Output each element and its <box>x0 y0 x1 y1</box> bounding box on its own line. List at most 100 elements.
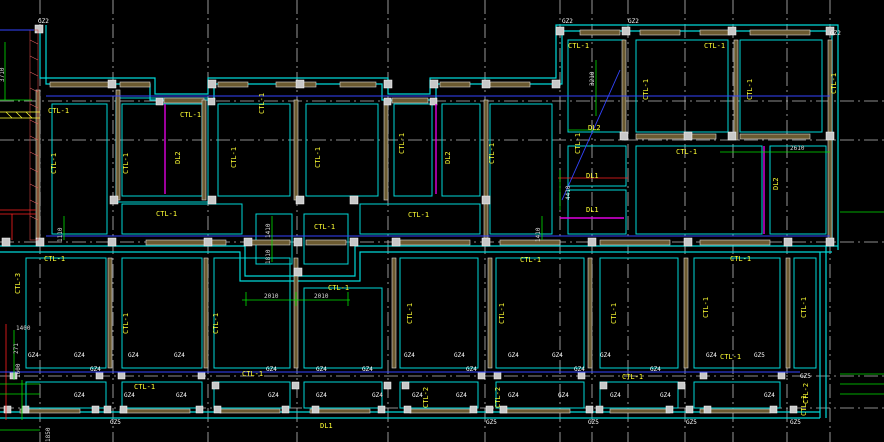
gz4-label: GZ4 <box>610 392 621 399</box>
ctl1-label: CTL-1 <box>156 210 177 218</box>
beams <box>19 29 833 414</box>
ctl1-label: CTL-1 <box>642 79 650 100</box>
ctl1-label: CTL-1 <box>328 284 349 292</box>
ctl1-label: CTL-1 <box>610 303 618 324</box>
ctl1-label: CTL-1 <box>48 107 69 115</box>
ctl1-label: CTL-1 <box>314 223 335 231</box>
gz4-label: GZ4 <box>372 392 383 399</box>
ctl1-label: CTL-1 <box>520 256 541 264</box>
dim-text: 3210 <box>589 71 596 86</box>
ctl1-label: CTL-1 <box>800 297 808 318</box>
dimension-texts: 2010 2010 1410 1810 1410 1110 2610 3210 … <box>0 67 805 442</box>
yellow-hatch <box>0 111 40 119</box>
gz5-label: GZ5 <box>588 419 599 426</box>
ctl1-label: CTL-1 <box>488 143 496 164</box>
ctl1-label: CTL-1 <box>230 147 238 168</box>
gz5-label: GZ5 <box>110 419 121 426</box>
dim-text: 1410 <box>265 223 272 238</box>
ctl1-label: CTL-1 <box>180 111 201 119</box>
ctl1-label: CTL-1 <box>498 303 506 324</box>
gz4-label: GZ4 <box>268 392 279 399</box>
gz4-label: GZ4 <box>558 392 569 399</box>
gz4-label: GZ4 <box>552 352 563 359</box>
gz4-label: GZ4 <box>466 366 477 373</box>
ctl1-label: CTL-1 <box>408 211 429 219</box>
gz4-label: GZ4 <box>128 352 139 359</box>
ctl1-label: CTL-1 <box>568 42 589 50</box>
gz4-label: GZ4 <box>650 366 661 373</box>
interior-walls-upper <box>51 39 827 265</box>
gz4-label: GZ4 <box>706 352 717 359</box>
dim-text: 1110 <box>57 227 64 242</box>
ctl1-label: CTL-1 <box>702 297 710 318</box>
ctl2-label: CTL-2 <box>422 387 430 408</box>
gz2-label: GZ2 <box>830 30 841 37</box>
dl2-label: DL2 <box>444 151 452 164</box>
gz4-label: GZ4 <box>454 352 465 359</box>
gz4-label: GZ4 <box>764 392 775 399</box>
dim-text: 1400 <box>16 325 31 332</box>
dim-text: 1850 <box>45 427 52 442</box>
ctl1-label: CTL-1 <box>258 93 266 114</box>
gz4-label: GZ4 <box>508 392 519 399</box>
ctl1-label: CTL-1 <box>212 313 220 334</box>
ctl1-label: CTL-1 <box>704 42 725 50</box>
ctl1-label: CTL-1 <box>406 303 414 324</box>
blue-lines <box>0 29 830 373</box>
dim-text: 2010 <box>264 293 279 300</box>
dl2-label: DL2 <box>588 124 601 132</box>
ctl1-label: CTL-1 <box>622 373 643 381</box>
gz5-label: GZ5 <box>800 373 811 380</box>
gz4-label: GZ4 <box>316 366 327 373</box>
columns <box>1 24 835 414</box>
gz2-label: GZ2 <box>628 18 639 25</box>
gz5-label: GZ5 <box>686 419 697 426</box>
gz4-label: GZ4 <box>266 366 277 373</box>
dim-text: 2010 <box>314 293 329 300</box>
ctl1-label: CTL-1 <box>676 148 697 156</box>
gz4-label: GZ4 <box>508 352 519 359</box>
gz4-label: GZ4 <box>124 392 135 399</box>
gz4-label: GZ4 <box>176 392 187 399</box>
ctl1-label: CTL-1 <box>574 133 582 154</box>
left-edge-marks <box>0 211 884 431</box>
ctl1-label: CTL-1 <box>134 383 155 391</box>
room-labels: CTL-1 CTL-1 CTL-1 CTL-1 CTL-1 CTL-1 CTL-… <box>14 42 838 416</box>
dim-text: 271 <box>13 343 20 354</box>
gz5-label: GZ5 <box>754 352 765 359</box>
gz4-label: GZ4 <box>600 352 611 359</box>
gz2-label: GZ2 <box>562 18 573 25</box>
ctl1-label: CTL-1 <box>800 395 808 416</box>
ctl1-label: CTL-1 <box>122 153 130 174</box>
ctl2-label: CTL-2 <box>494 387 502 408</box>
gz4-label: GZ4 <box>90 366 101 373</box>
dimension-lines <box>0 42 830 420</box>
gz4-label: GZ4 <box>174 352 185 359</box>
gz-labels: GZ2 GZ2 GZ2 GZ2 GZ4 GZ4 GZ4 GZ4 GZ4 GZ4 … <box>28 18 841 426</box>
gz4-label: GZ4 <box>660 392 671 399</box>
gz4-label: GZ4 <box>362 366 373 373</box>
gz5-label: GZ5 <box>486 419 497 426</box>
gz4-label: GZ4 <box>28 352 39 359</box>
ctl1-label: CTL-1 <box>730 255 751 263</box>
purple-lines <box>164 104 765 234</box>
ctl1-label: CTL-1 <box>746 79 754 100</box>
dim-text: 2610 <box>790 145 805 152</box>
dl2-label: DL2 <box>174 151 182 164</box>
gz4-label: GZ4 <box>456 392 467 399</box>
dl1-label: DL1 <box>586 206 599 214</box>
ctl1-label: CTL-1 <box>398 133 406 154</box>
ctl1-label: CTL-1 <box>830 73 838 94</box>
interior-walls-lower <box>25 257 817 409</box>
dim-text: 4410 <box>565 185 572 200</box>
gz4-label: GZ4 <box>74 352 85 359</box>
dim-text: 3710 <box>0 67 6 82</box>
ctl1-label: CTL-1 <box>242 370 263 378</box>
ctl1-label: CTL-1 <box>50 153 58 174</box>
dim-text: 1600 <box>15 363 22 378</box>
gz4-label: GZ4 <box>574 366 585 373</box>
dl1-label: DL1 <box>586 172 599 180</box>
